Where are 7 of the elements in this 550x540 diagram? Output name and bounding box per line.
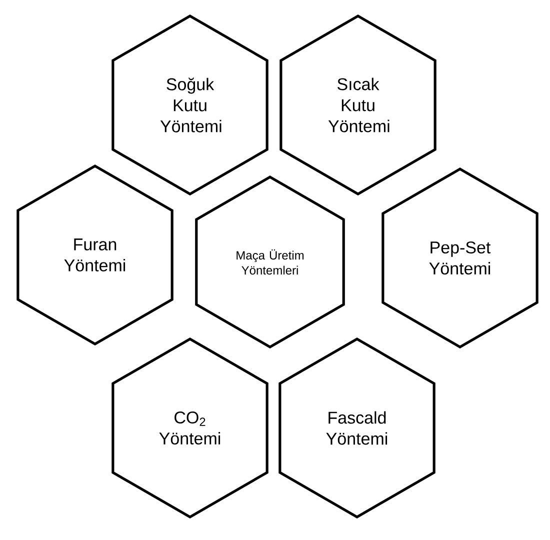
hexagon: Fascald Yöntemi — [278, 338, 436, 518]
hexagon: Maça Üretim Yöntemleri — [195, 176, 345, 348]
hexagon: Soğuk Kutu Yöntemi — [112, 14, 268, 196]
hexagon: Furan Yöntemi — [16, 164, 174, 346]
hexagon: CO$_{2}$ Yöntemi — [112, 338, 268, 518]
hexagon: Sıcak Kutu Yöntemi — [280, 14, 436, 196]
hexagon: Pep-Set Yöntemi — [382, 168, 538, 348]
